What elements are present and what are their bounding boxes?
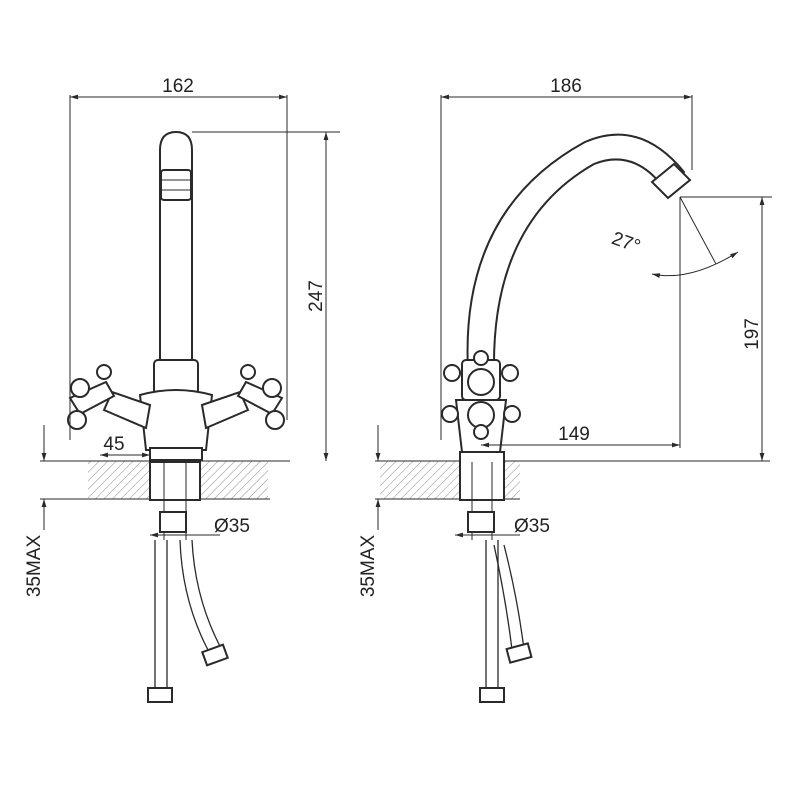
aerator-left xyxy=(160,169,192,201)
cross-handle-knob-top xyxy=(473,350,489,366)
right-valve xyxy=(200,390,250,430)
hose-nut-right-b xyxy=(505,642,533,664)
curved-spout xyxy=(466,133,686,371)
aerator-right xyxy=(650,162,692,200)
hose-nut-right-a xyxy=(479,687,505,703)
right-handle-knob-back xyxy=(240,364,256,380)
cross-handle-hub-top xyxy=(467,368,495,396)
dim-label-diameter-right: Ø35 xyxy=(514,516,550,537)
dim-label-spout-reach: 149 xyxy=(558,424,590,445)
dim-label-max-right: 35MAX xyxy=(358,535,379,598)
dim-label-spout-height: 197 xyxy=(742,318,763,350)
hose-nut-left-b xyxy=(200,643,230,667)
dim-label-width-right: 186 xyxy=(550,76,582,97)
mounting-nut-right xyxy=(467,511,495,533)
left-handle-knob-back xyxy=(96,364,112,380)
left-handle-knob-top xyxy=(70,378,90,398)
hose-curved-left xyxy=(179,539,223,651)
right-handle-arm xyxy=(236,380,284,416)
right-handle-knob-bottom xyxy=(265,410,285,430)
cross-handle-knob-bottom xyxy=(473,424,489,440)
vertical-spout xyxy=(159,130,193,361)
left-handle-arm xyxy=(68,380,116,416)
cross-handle-knob-br xyxy=(503,405,521,423)
dim-label-diameter-left: Ø35 xyxy=(214,516,250,537)
dim-label-handle-offset: 45 xyxy=(103,434,124,455)
right-handle-knob-top xyxy=(262,378,282,398)
spout-collar xyxy=(153,359,199,395)
mounting-shank-left xyxy=(149,461,201,501)
hose-curved-right xyxy=(493,544,525,651)
front-view: 162 247 45 Ø35 35MAX xyxy=(24,76,340,703)
cross-handle-knob-tr xyxy=(501,364,519,382)
angle-leg xyxy=(679,196,717,265)
mixer-body-left xyxy=(138,389,214,451)
hose-straight-left xyxy=(154,540,168,688)
left-valve xyxy=(102,390,152,430)
cross-handle-knob-tl xyxy=(443,364,461,382)
left-handle-knob-bottom xyxy=(67,410,87,430)
side-view: 186 197 149 27° Ø35 35MAX xyxy=(358,76,772,703)
hose-nut-left-a xyxy=(147,687,173,703)
cross-handle-knob-bl xyxy=(441,405,459,423)
mounting-nut-left xyxy=(159,511,187,533)
dim-label-spout-angle: 27° xyxy=(609,228,643,258)
dim-label-height-left: 247 xyxy=(306,280,327,312)
mounting-shank-right xyxy=(459,451,505,501)
dim-label-max-left: 35MAX xyxy=(24,535,45,598)
dim-label-width-left: 162 xyxy=(162,76,194,97)
base-flange-left xyxy=(149,447,203,461)
angle-arc xyxy=(651,251,739,278)
hose-straight-right xyxy=(485,540,499,688)
